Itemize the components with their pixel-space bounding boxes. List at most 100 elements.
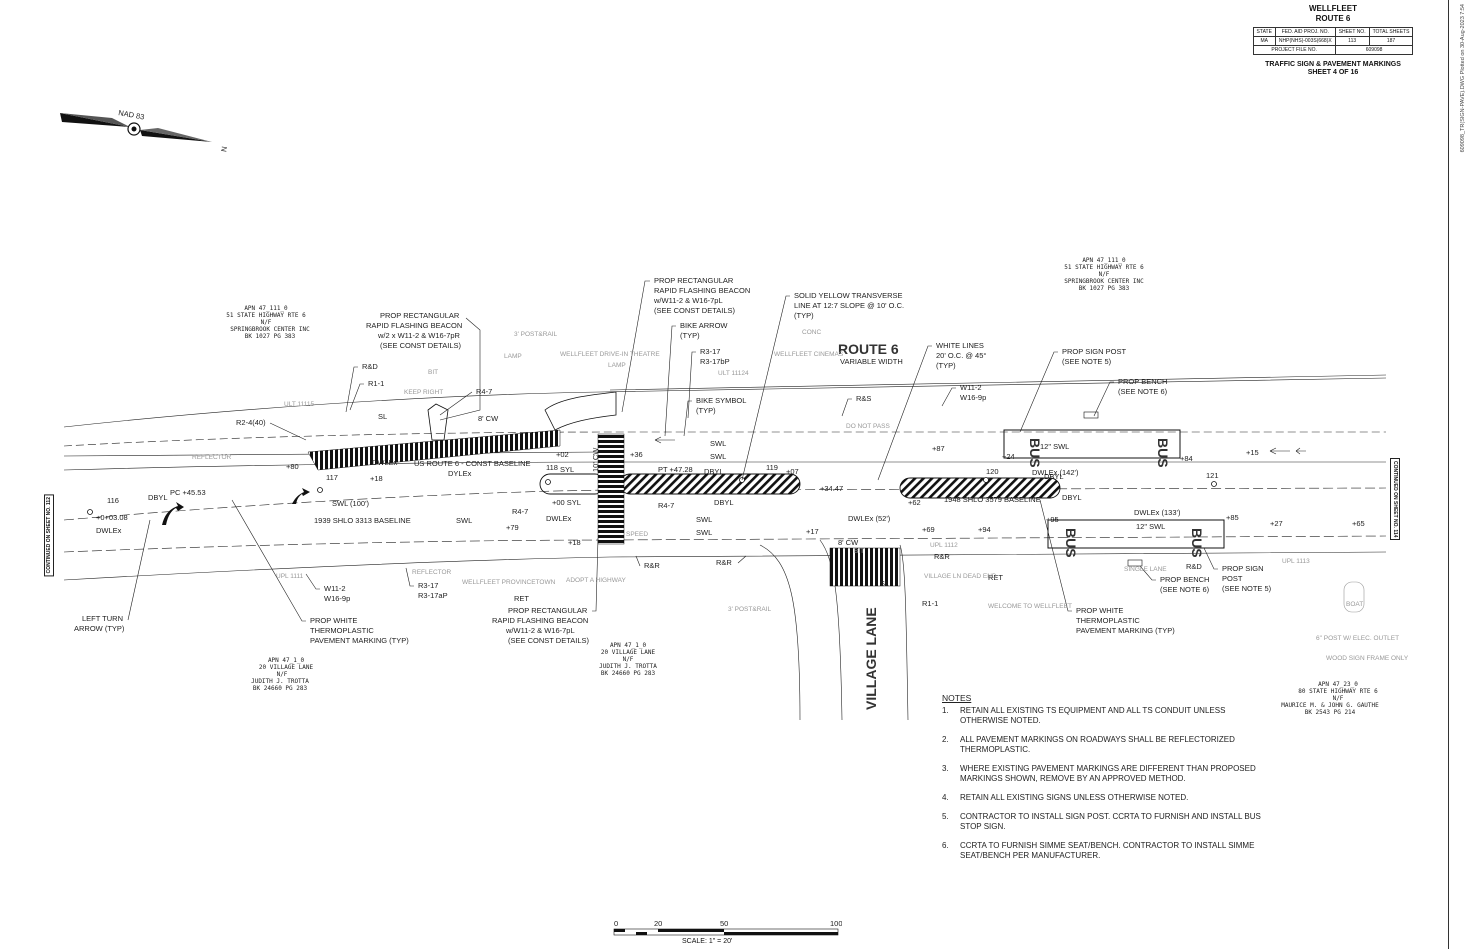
callout-prop-sign-post-bottom: PROP SIGN POST (SEE NOTE 5) — [1203, 547, 1272, 593]
label-reflector2: REFLECTOR — [192, 454, 232, 461]
label-do-not-pass: DO NOT PASS — [846, 423, 890, 430]
label-swl12b: 12" SWL — [1136, 522, 1165, 531]
label-boat: BOAT — [1346, 601, 1363, 608]
label-provincetown: WELLFLEET PROVINCETOWN — [462, 579, 556, 586]
bus-marking: BUS — [1027, 438, 1043, 468]
callout-line: THERMOPLASTIC — [310, 626, 374, 635]
callout-line: THERMOPLASTIC — [1076, 616, 1140, 625]
plan-labels: R&D R1-1 R4-7 R2-4(40) SL 8' CW DWLEx US… — [96, 362, 1365, 608]
callout-line: PROP SIGN POST — [1062, 347, 1126, 356]
label-plus65: +65 — [1352, 519, 1365, 528]
parcel-line: BK 2543 PG 214 — [1305, 709, 1356, 716]
parcel-line: SPRINGBROOK CENTER INC — [1064, 278, 1144, 285]
callout-line: BIKE ARROW — [680, 321, 728, 330]
callout-r3-17-bottom: R3-17 R3-17aP — [405, 567, 448, 600]
note-text: RETAIN ALL EXISTING TS EQUIPMENT AND ALL… — [960, 706, 1226, 725]
label-rd-right: R&R — [934, 552, 950, 561]
label-ult-11124: ULT 11124 — [718, 370, 749, 377]
callout-line: (SEE NOTE 5) — [1062, 357, 1112, 366]
callout-line: W16-9p — [324, 594, 350, 603]
callout-thermo-left: PROP WHITE THERMOPLASTIC PAVEMENT MARKIN… — [231, 499, 409, 645]
label-post-elec: 6" POST W/ ELEC. OUTLET — [1316, 635, 1399, 642]
callout-line: w/W11-2 & W16-7pL — [653, 296, 723, 305]
label-shlo-1948: 1948 SHLO 3579 BASELINE — [944, 495, 1041, 504]
callout-left-turn: LEFT TURN ARROW (TYP) — [74, 519, 151, 633]
label-bit: BIT — [428, 369, 438, 376]
label-swl: SWL — [456, 516, 472, 525]
callout-line: R3-17aP — [418, 591, 448, 600]
scale-caption: SCALE: 1" = 20' — [682, 938, 733, 945]
tb-project-no: 609098 — [1334, 45, 1414, 55]
label-plus07: +07 — [786, 467, 799, 476]
callout-line: R3-17bP — [700, 357, 730, 366]
parcel-line: APN 47_111_0 — [1082, 257, 1126, 264]
callout-line: PROP RECTANGULAR — [654, 276, 734, 285]
parcel-line: N/F — [1333, 695, 1344, 702]
note-item: 3. WHERE EXISTING PAVEMENT MARKINGS ARE … — [942, 764, 1262, 784]
callout-line: PAVEMENT MARKING (TYP) — [310, 636, 409, 645]
label-sta-121: 121 — [1206, 471, 1219, 480]
notes-title: NOTES — [942, 693, 972, 703]
note-number: 2. — [942, 735, 949, 744]
label-plus79: +79 — [506, 523, 519, 532]
label-speed: SPEED — [626, 531, 648, 538]
label-keep-right: KEEP RIGHT — [404, 389, 443, 396]
north-datum: NAD 83 — [118, 108, 145, 121]
parcel-line: APN 47_1_0 — [610, 642, 647, 649]
callout-rrfb-bottom: PROP RECTANGULAR RAPID FLASHING BEACON w… — [492, 537, 599, 645]
label-r4-7c: R4-7 — [658, 501, 674, 510]
note-text: WHERE EXISTING PAVEMENT MARKINGS ARE DIF… — [960, 764, 1256, 783]
label-rd: R&D — [362, 362, 378, 371]
continued-right: CONTINUED ON SHEET NO. 114 — [1390, 458, 1400, 541]
callout-rrfb-left: PROP RECTANGULAR RAPID FLASHING BEACON w… — [366, 311, 481, 421]
note-text: CCRTA TO FURNISH SIMME SEAT/BENCH. CONTR… — [960, 841, 1255, 860]
title-route: ROUTE 6 — [1315, 14, 1351, 23]
label-rd-far: R&D — [1186, 562, 1202, 571]
label-dwlex142: DWLEx (142') — [1032, 468, 1079, 477]
callout-line: W11-2 — [960, 383, 982, 392]
parcel-p4: APN 47_1_0 20 VILLAGE LANE N/F JUDITH J.… — [599, 642, 657, 677]
label-r1-1b: R1-1 — [922, 599, 938, 608]
label-swl-bot2: SWL — [696, 528, 712, 537]
callout-line: W11-2 — [324, 584, 346, 593]
callout-bike-arrow: BIKE ARROW (TYP) — [664, 321, 728, 437]
roadway-lines — [63, 374, 1387, 721]
label-adopt: ADOPT A HIGHWAY — [566, 577, 627, 584]
label-pc: PC +45.53 — [170, 488, 206, 497]
callout-r3-17-top: R3-17 R3-17bP — [687, 347, 730, 419]
label-plus27: +27 — [1270, 519, 1283, 528]
note-number: 1. — [942, 706, 949, 715]
north-arrow: NAD 83 N — [60, 108, 229, 153]
scale-graphic: 0 20 50 100 — [613, 919, 843, 936]
callout-line: PROP RECTANGULAR — [380, 311, 460, 320]
label-cw8b: 8' CW — [838, 538, 859, 547]
label-dbyl-mid: DBYL — [704, 467, 724, 476]
parcel-line: 51 STATE HIGHWAY RTE 6 — [226, 312, 306, 319]
label-sl: SL — [378, 412, 387, 421]
label-plus95: +95 — [1046, 515, 1059, 524]
callout-line: PROP SIGN — [1222, 564, 1264, 573]
label-ret: RET — [514, 594, 529, 603]
parcel-p3: APN 47_1_0 20 VILLAGE LANE N/F JUDITH J.… — [251, 657, 313, 692]
label-rr-left: R&R — [644, 561, 660, 570]
callout-line: R3-17 — [700, 347, 720, 356]
label-plus18: +18 — [370, 474, 383, 483]
label-r4-7: R4-7 — [476, 387, 492, 396]
callout-line: SOLID YELLOW TRANSVERSE — [794, 291, 903, 300]
label-lamp: LAMP — [504, 353, 522, 360]
note-item: 2. ALL PAVEMENT MARKINGS ON ROADWAYS SHA… — [942, 735, 1262, 755]
label-village-dead-end: VILLAGE LN DEAD END — [924, 573, 997, 580]
parcel-p1: APN 47_111_0 51 STATE HIGHWAY RTE 6 N/F … — [226, 305, 310, 340]
scale-tick: 100 — [830, 919, 842, 928]
label-dwlex133: DWLEx (133') — [1134, 508, 1181, 517]
label-pt: PT +47.28 — [658, 465, 693, 474]
bus-marking: BUS — [1063, 528, 1079, 558]
label-single-lane: SINGLE LANE — [1124, 566, 1167, 573]
callout-line: (SEE NOTE 6) — [1160, 585, 1210, 594]
callout-line: PROP RECTANGULAR — [508, 606, 588, 615]
label-swl100: SWL (100') — [332, 499, 370, 508]
notes-section: NOTES 1. RETAIN ALL EXISTING TS EQUIPMEN… — [942, 693, 1262, 870]
parcel-line: N/F — [1099, 271, 1110, 278]
label-plus80: +80 — [286, 462, 299, 471]
label-wood-sign: WOOD SIGN FRAME ONLY — [1326, 655, 1409, 662]
